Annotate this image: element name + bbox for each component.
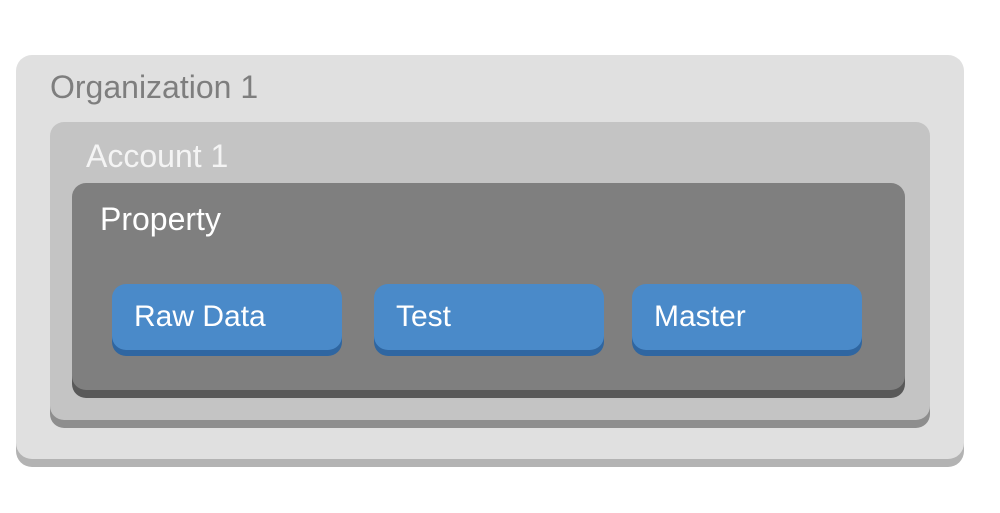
account-label: Account 1 bbox=[86, 138, 229, 174]
property-label: Property bbox=[100, 201, 221, 237]
view-test: Test bbox=[374, 284, 604, 350]
view-raw-data: Raw Data bbox=[112, 284, 342, 350]
organization-label: Organization 1 bbox=[50, 69, 259, 105]
view-master: Master bbox=[632, 284, 862, 350]
account-container: Account 1 Property Raw Data Test Master bbox=[50, 122, 930, 420]
property-container: Property Raw Data Test Master bbox=[72, 183, 905, 390]
organization-container: Organization 1 Account 1 Property Raw Da… bbox=[16, 55, 964, 459]
